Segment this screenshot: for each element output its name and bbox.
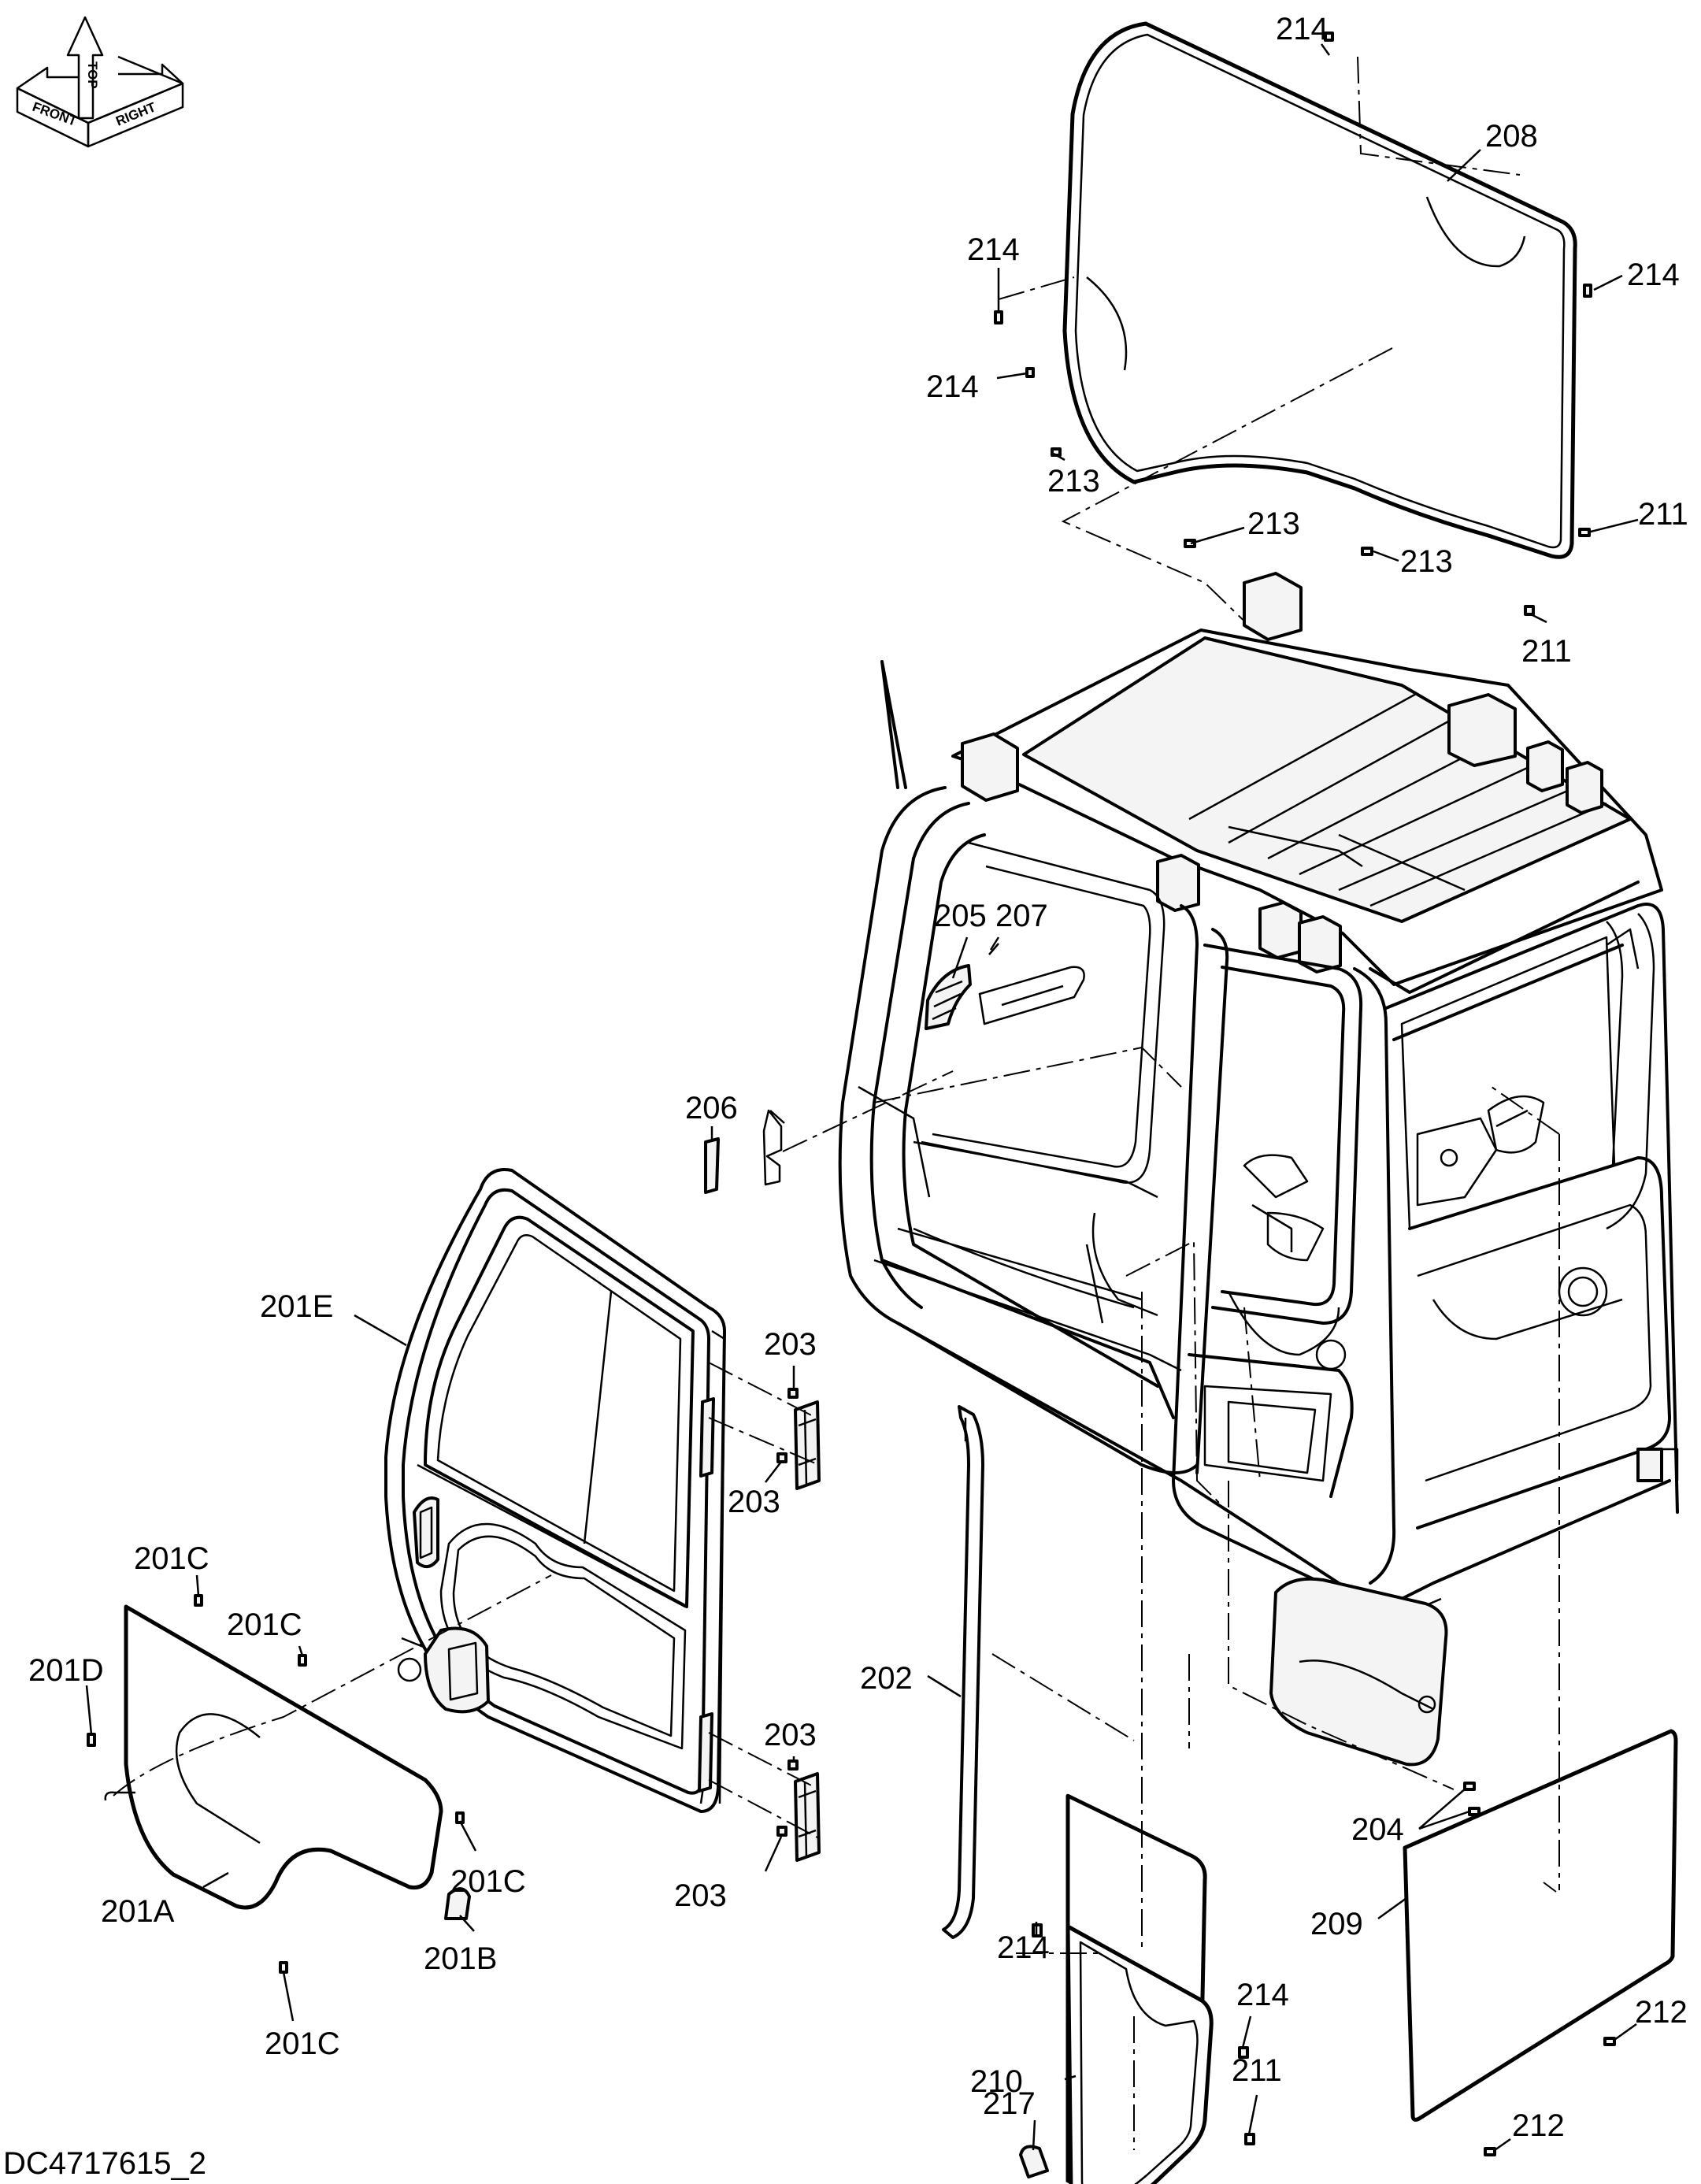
callout-214: 214 (1236, 1978, 1289, 2012)
clip-211-c (1244, 2133, 1255, 2145)
cab-mount-corner (1636, 1448, 1663, 1482)
roof-bracket-right-b (1526, 740, 1564, 792)
bolt-204-a (1463, 1782, 1476, 1791)
roof-bracket-right-a (1447, 693, 1517, 767)
bolt-203-c (788, 1759, 799, 1771)
callout-217: 217 (983, 2086, 1036, 2121)
clip-213-bottom-b (1361, 547, 1373, 556)
compass-front-label: FRONT (31, 99, 80, 129)
roof-bracket-front (1156, 854, 1200, 912)
document-id: DC4717615_2 (3, 2146, 206, 2181)
rear-glass-209 (1403, 1729, 1678, 2122)
callout-214: 214 (967, 232, 1020, 267)
clip-201C-a (194, 1594, 203, 1607)
roof-bracket-mid (1258, 901, 1303, 959)
callout-213: 213 (1047, 464, 1100, 499)
callout-201C: 201C (134, 1541, 209, 1576)
roof-bracket-front-left (961, 732, 1019, 802)
callout-labels: 214 208 214 214 214 213 213 213 211 211 … (28, 12, 1688, 2143)
bracket-206 (704, 1109, 785, 1194)
clip-pin-201D (104, 1791, 135, 1801)
clip-214-left-upper (994, 310, 1003, 324)
clip-212-b (1484, 2147, 1496, 2156)
bolt-203-d (776, 1826, 788, 1837)
callout-214: 214 (1627, 258, 1680, 292)
compass-top-label: TOP (85, 61, 100, 89)
callout-203: 203 (728, 1485, 780, 1519)
bolt-204-b (1468, 1807, 1480, 1816)
callout-212: 212 (1635, 1995, 1688, 2030)
leader-lines (85, 43, 1639, 2152)
callout-213: 213 (1247, 506, 1300, 541)
callout-212: 212 (1512, 2108, 1565, 2143)
clip-201D (87, 1733, 96, 1747)
roof-bracket-rear (1243, 572, 1303, 641)
callout-201A: 201A (101, 1894, 175, 1929)
clip-214-right (1583, 284, 1592, 298)
cab-door-201E (384, 1168, 726, 1813)
hinge-203-upper (794, 1400, 821, 1490)
callout-206: 206 (685, 1091, 738, 1125)
callout-210: 210 (970, 2064, 1023, 2099)
callout-211: 211 (1521, 634, 1572, 669)
callout-201D: 201D (28, 1653, 104, 1688)
screw-207 (988, 943, 999, 955)
callout-203: 203 (674, 1878, 727, 1913)
front-windshield-glass-208 (1062, 21, 1577, 559)
callout-203: 203 (764, 1327, 817, 1362)
clip-211-bottom (1524, 605, 1535, 616)
clip-201C-d (279, 1961, 288, 1974)
vent-duct-205 (925, 964, 972, 1030)
door-lower-glass-201A (124, 1604, 443, 1910)
callout-214: 214 (997, 1930, 1050, 1965)
roof-bracket-right-c (1566, 761, 1603, 814)
hinge-203-lower (794, 1772, 821, 1862)
callout-211: 211 (1232, 2053, 1282, 2088)
callout-207: 207 (995, 899, 1048, 933)
callout-204: 204 (1351, 1812, 1404, 1847)
clip-212-a (1603, 2037, 1616, 2046)
callout-203: 203 (764, 1718, 817, 1752)
callout-201E: 201E (260, 1289, 333, 1324)
orientation-compass-icon: FRONT TOP RIGHT (16, 16, 184, 148)
side-window-glass-210 (1065, 1793, 1214, 2184)
callout-201C: 201C (227, 1607, 302, 1642)
clip-213-bottom-a (1184, 539, 1196, 548)
callout-213: 213 (1400, 544, 1453, 579)
bolt-203-b (776, 1452, 788, 1463)
callout-201C: 201C (450, 1864, 526, 1899)
callout-214: 214 (926, 369, 979, 404)
door-seal-strip-202 (942, 1405, 984, 1939)
bolt-203-a (788, 1388, 799, 1399)
callout-211: 211 (1638, 497, 1688, 532)
callout-201B: 201B (424, 1941, 497, 1976)
wedge-217 (1019, 2145, 1049, 2178)
lower-side-panel-204 (1269, 1577, 1448, 1767)
callout-201C: 201C (265, 2026, 340, 2061)
clip-214-top (1324, 32, 1334, 42)
clip-201C-b (298, 1654, 307, 1667)
callout-205: 205 (934, 899, 987, 933)
callout-202: 202 (860, 1661, 913, 1696)
callout-208: 208 (1485, 119, 1538, 154)
callout-209: 209 (1310, 1907, 1363, 1941)
clip-214-left (1025, 367, 1035, 378)
callout-214: 214 (1276, 12, 1329, 46)
wedge-201B (444, 1887, 471, 1920)
